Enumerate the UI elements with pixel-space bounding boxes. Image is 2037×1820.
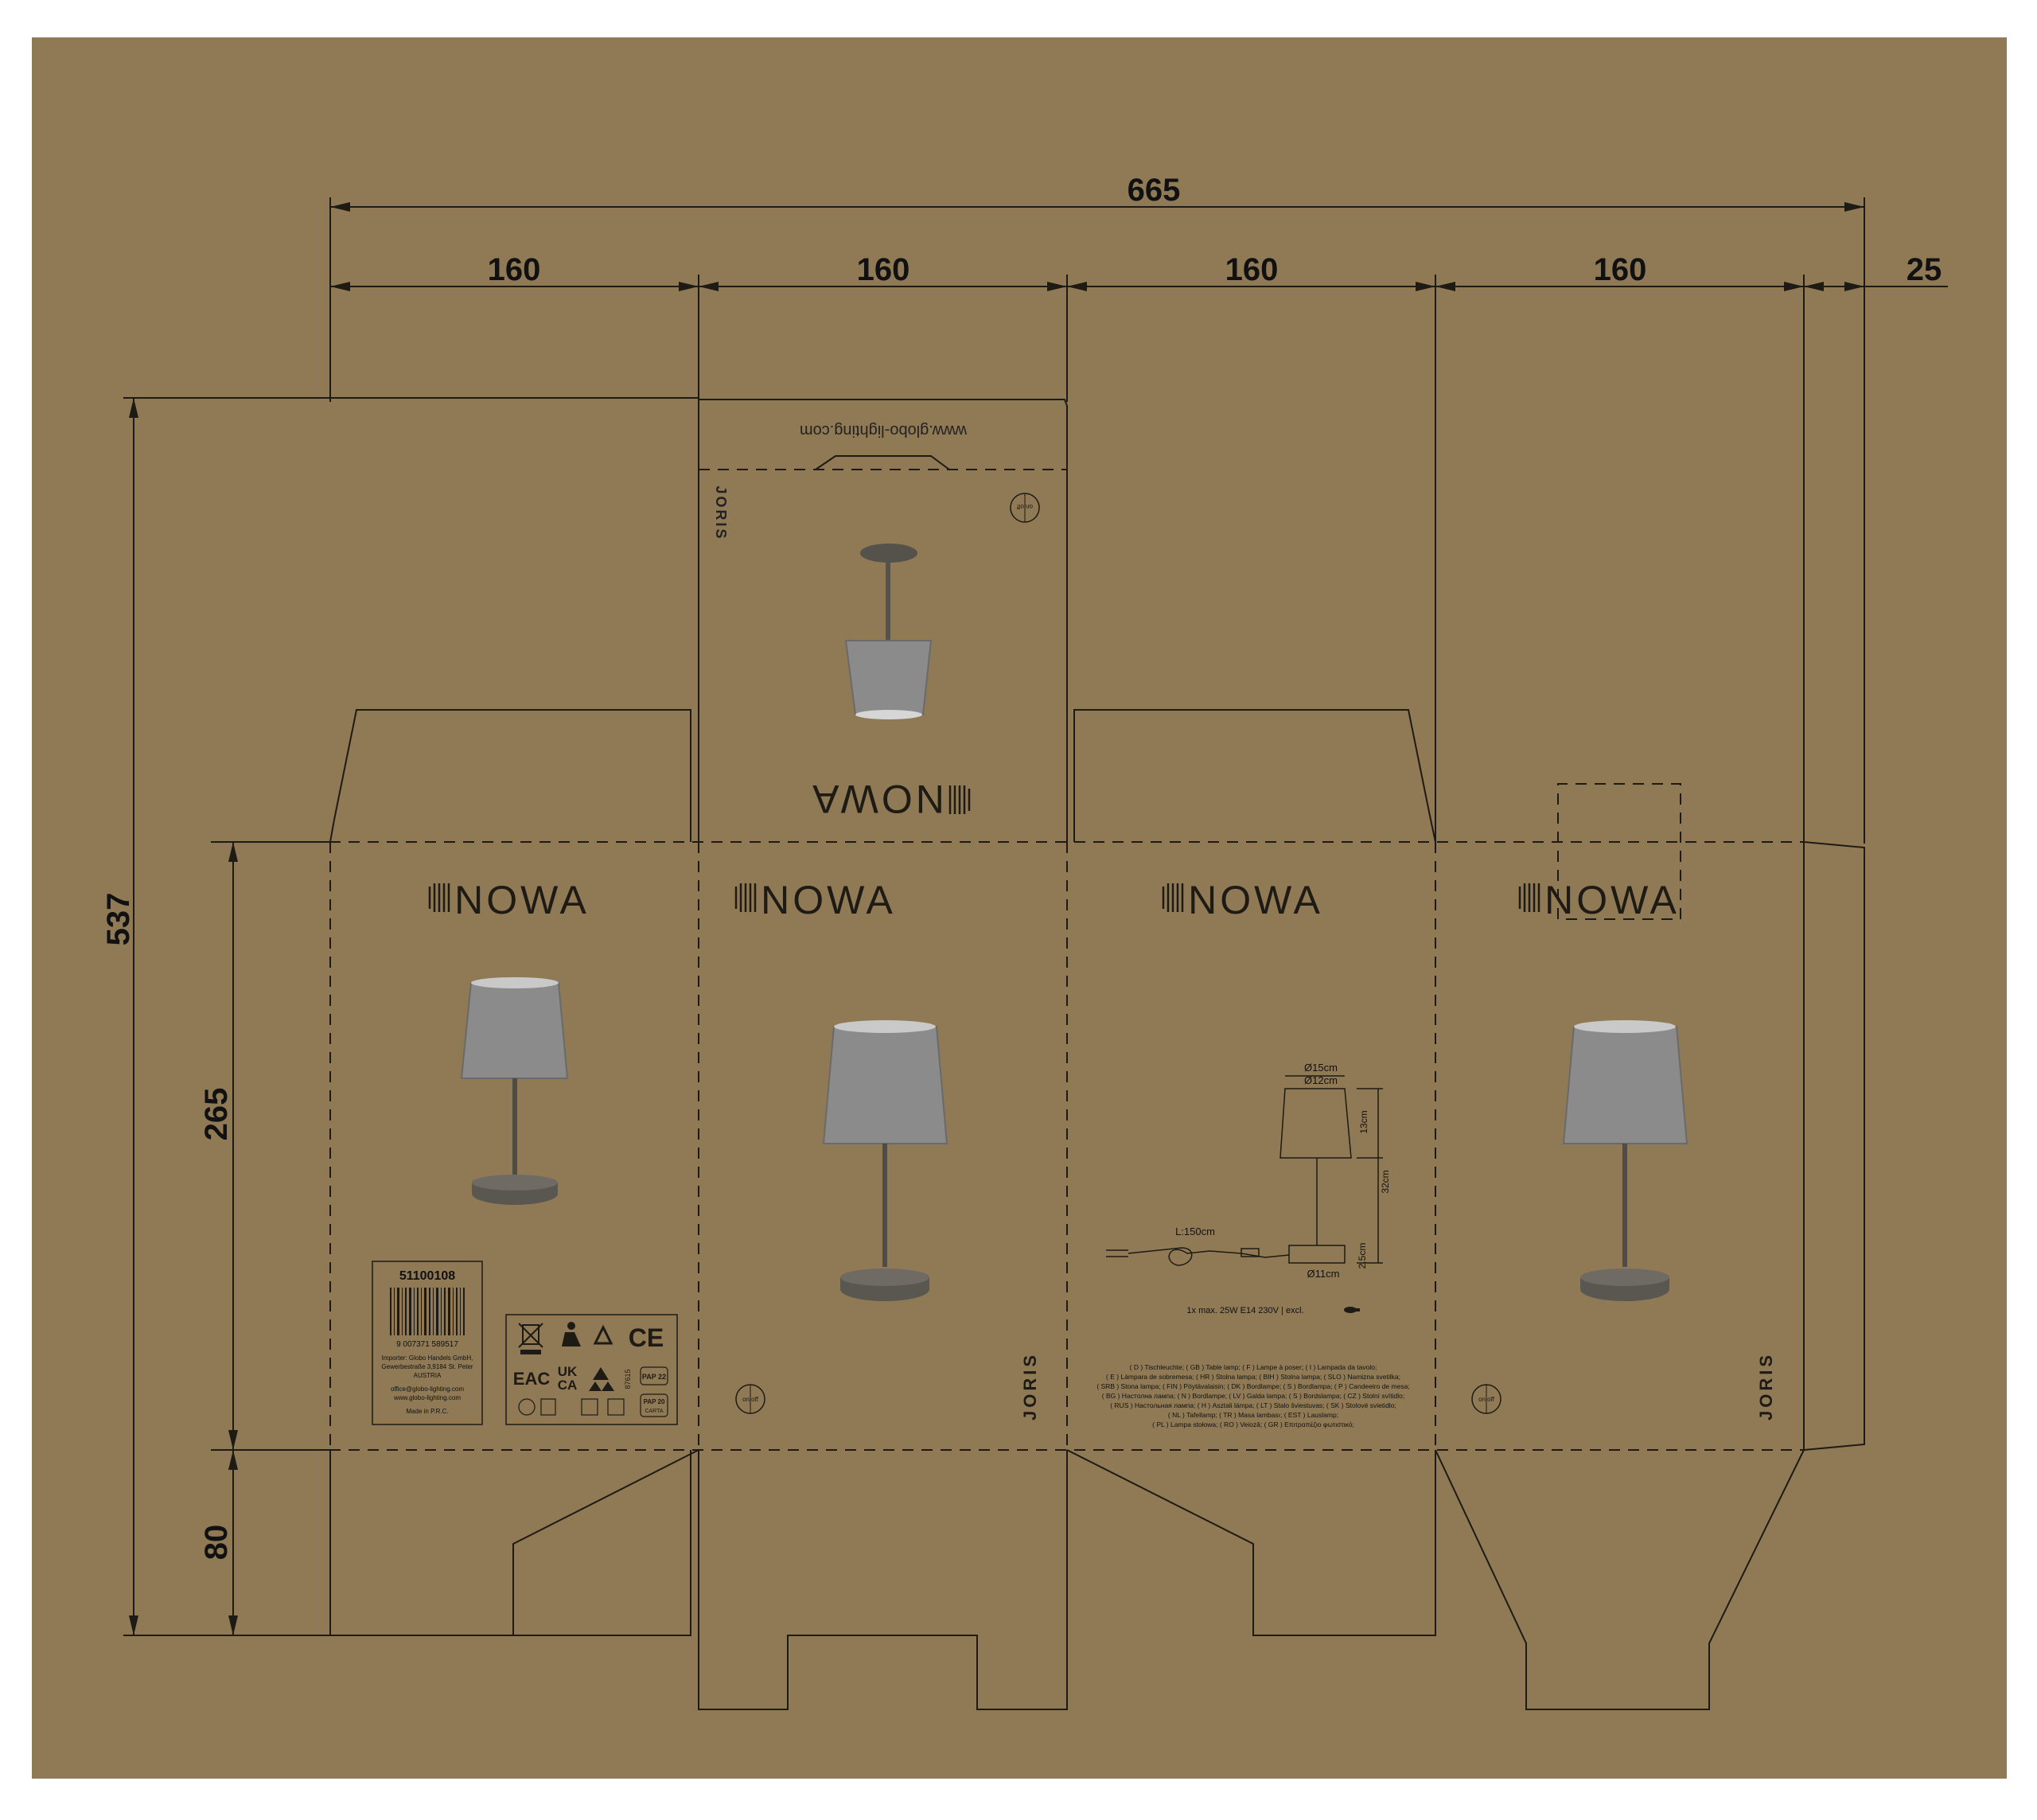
dim-bottom-flap: 80 <box>199 1525 234 1561</box>
dim-total-width: 665 <box>1128 173 1181 208</box>
importer-line: Importer: Globo Handels GmbH, <box>382 1354 473 1362</box>
recycle-icon <box>593 1324 613 1345</box>
spec-shade-bottom: Ø12cm <box>1304 1074 1338 1086</box>
panel-4-brand: NOWA <box>1544 878 1680 922</box>
address-line: Gewerbestraße 3,9184 St. Peter <box>381 1363 473 1370</box>
panel-2-logo: NOWA <box>734 878 896 922</box>
brand-bars-icon <box>1518 883 1540 912</box>
panel-2-model: JORIS <box>1020 1352 1040 1421</box>
dim-total-height: 537 <box>101 893 136 946</box>
brand-bars-icon <box>428 883 450 912</box>
kraft-background <box>32 37 2007 1779</box>
spec-base-diameter: Ø11cm <box>1307 1268 1340 1280</box>
spec-names-line-1: ( D ) Tischleuchte; ( GB ) Table lamp; (… <box>1130 1363 1377 1371</box>
pap-label-2: PAP 20 <box>644 1398 665 1405</box>
panel-4-lamp-image <box>1562 1020 1688 1301</box>
spec-names-line-7: ( PL ) Lampa stołowa; ( RO ) Veioză; ( G… <box>1152 1421 1354 1428</box>
spec-base-height: 2.5cm <box>1357 1243 1368 1269</box>
panel-3-brand: NOWA <box>1188 878 1323 922</box>
symbols-box: CE EAC UK CA 87615 PAP 22 PAP 20 CARTA <box>505 1314 678 1425</box>
brand-bars-icon <box>734 883 757 912</box>
top-flap-url: www.globo-lighting.com <box>800 422 968 439</box>
pap-label-1: PAP 22 <box>642 1373 666 1381</box>
pendant-lamp-image <box>844 544 933 719</box>
tidyman-icon <box>562 1322 581 1346</box>
panel-4-logo: NOWA <box>1518 878 1680 922</box>
weee-bin-icon <box>518 1323 543 1354</box>
fold-lines <box>215 469 1805 1451</box>
spec-drawing <box>1106 1075 1383 1266</box>
barcode-graphic <box>390 1288 465 1335</box>
spec-shade-top: Ø15cm <box>1304 1062 1338 1074</box>
brand-bars-icon <box>1162 883 1184 912</box>
spec-shade-height: 13cm <box>1358 1110 1369 1133</box>
dim-glue-flap: 25 <box>1907 252 1942 287</box>
carta-label: CARTA <box>645 1409 663 1414</box>
origin-line: Made in P.R.C. <box>406 1408 448 1415</box>
panel-4-switch-label: on off <box>1478 1396 1495 1403</box>
ukca-bottom: CA <box>558 1378 578 1393</box>
spec-cable <box>1128 1247 1290 1266</box>
panel-2-brand: NOWA <box>761 878 896 922</box>
code-label: 87615 <box>624 1369 632 1389</box>
top-flap-brand-text: NOWA <box>809 777 944 821</box>
top-flap-brand-logo: NOWA <box>809 777 971 821</box>
triangle-symbols-icon <box>589 1367 614 1391</box>
sorting-icons <box>518 1398 625 1416</box>
eac-mark: EAC <box>513 1369 551 1389</box>
panel-4-switch-icon: on off <box>1471 1384 1501 1414</box>
spec-names-line-2: ( E ) Lámpara de sobremesa; ( HR ) Stoln… <box>1106 1373 1400 1381</box>
panel-2-switch-label: on off <box>742 1396 759 1403</box>
spec-lamp-height: 32cm <box>1380 1170 1391 1193</box>
spec-shade-outline <box>1279 1088 1352 1159</box>
dim-panel-3: 160 <box>1225 252 1279 287</box>
dim-panel-4: 160 <box>1594 252 1647 287</box>
sku-box: 51100108 9 007371 589517 Importer: Globo… <box>372 1261 483 1425</box>
spec-names-line-6: ( NL ) Tafellamp; ( TR ) Masa lambası; (… <box>1168 1411 1338 1419</box>
panel-2-switch-icon: on off <box>735 1384 765 1414</box>
dim-panel-1: 160 <box>488 252 541 287</box>
dim-body-height: 265 <box>199 1088 234 1141</box>
top-flap-switch-icon: on off <box>1010 493 1040 523</box>
panel-3-logo: NOWA <box>1162 878 1323 922</box>
spec-names-line-3: ( SRB ) Stona lampa; ( FIN ) Pöytävalais… <box>1096 1382 1409 1390</box>
email-line: office@globo-lighting.com <box>391 1385 464 1393</box>
bulb-icon <box>1344 1307 1360 1313</box>
panel-1-logo: NOWA <box>428 878 590 922</box>
country-line: AUSTRIA <box>414 1372 442 1379</box>
dim-panel-2: 160 <box>857 252 910 287</box>
spec-names: ( D ) Tischleuchte; ( GB ) Table lamp; (… <box>1096 1363 1409 1428</box>
panel-1-brand: NOWA <box>454 878 590 922</box>
panel-2-lamp-image <box>822 1020 948 1301</box>
ce-mark: CE <box>629 1323 664 1352</box>
panel-1-lamp-image <box>460 977 569 1205</box>
website-line: www.globo-lighting.com <box>393 1394 461 1401</box>
top-flap-model: JORIS <box>713 485 729 540</box>
pap-badge-1: PAP 22 <box>640 1366 668 1385</box>
sku-number: 51100108 <box>399 1269 455 1283</box>
barcode-digits: 9 007371 589517 <box>396 1340 458 1349</box>
ukca-top: UK <box>558 1364 578 1379</box>
spec-bulb: 1x max. 25W E14 230V | excl. <box>1186 1306 1303 1315</box>
dimension-arrows <box>129 202 1864 1635</box>
spec-names-line-4: ( BG ) Настолна лампа; ( N ) Bordlampe; … <box>1102 1392 1404 1400</box>
spec-names-line-5: ( RUS ) Настольная лампа; ( H ) Asztali … <box>1110 1401 1396 1409</box>
brand-bars-icon <box>948 785 971 814</box>
panel-4-model: JORIS <box>1756 1352 1776 1421</box>
pap-badge-2: PAP 20 CARTA <box>640 1393 668 1417</box>
spec-cable-length: L:150cm <box>1175 1226 1215 1237</box>
top-flap-switch-label: on off <box>1016 503 1033 510</box>
